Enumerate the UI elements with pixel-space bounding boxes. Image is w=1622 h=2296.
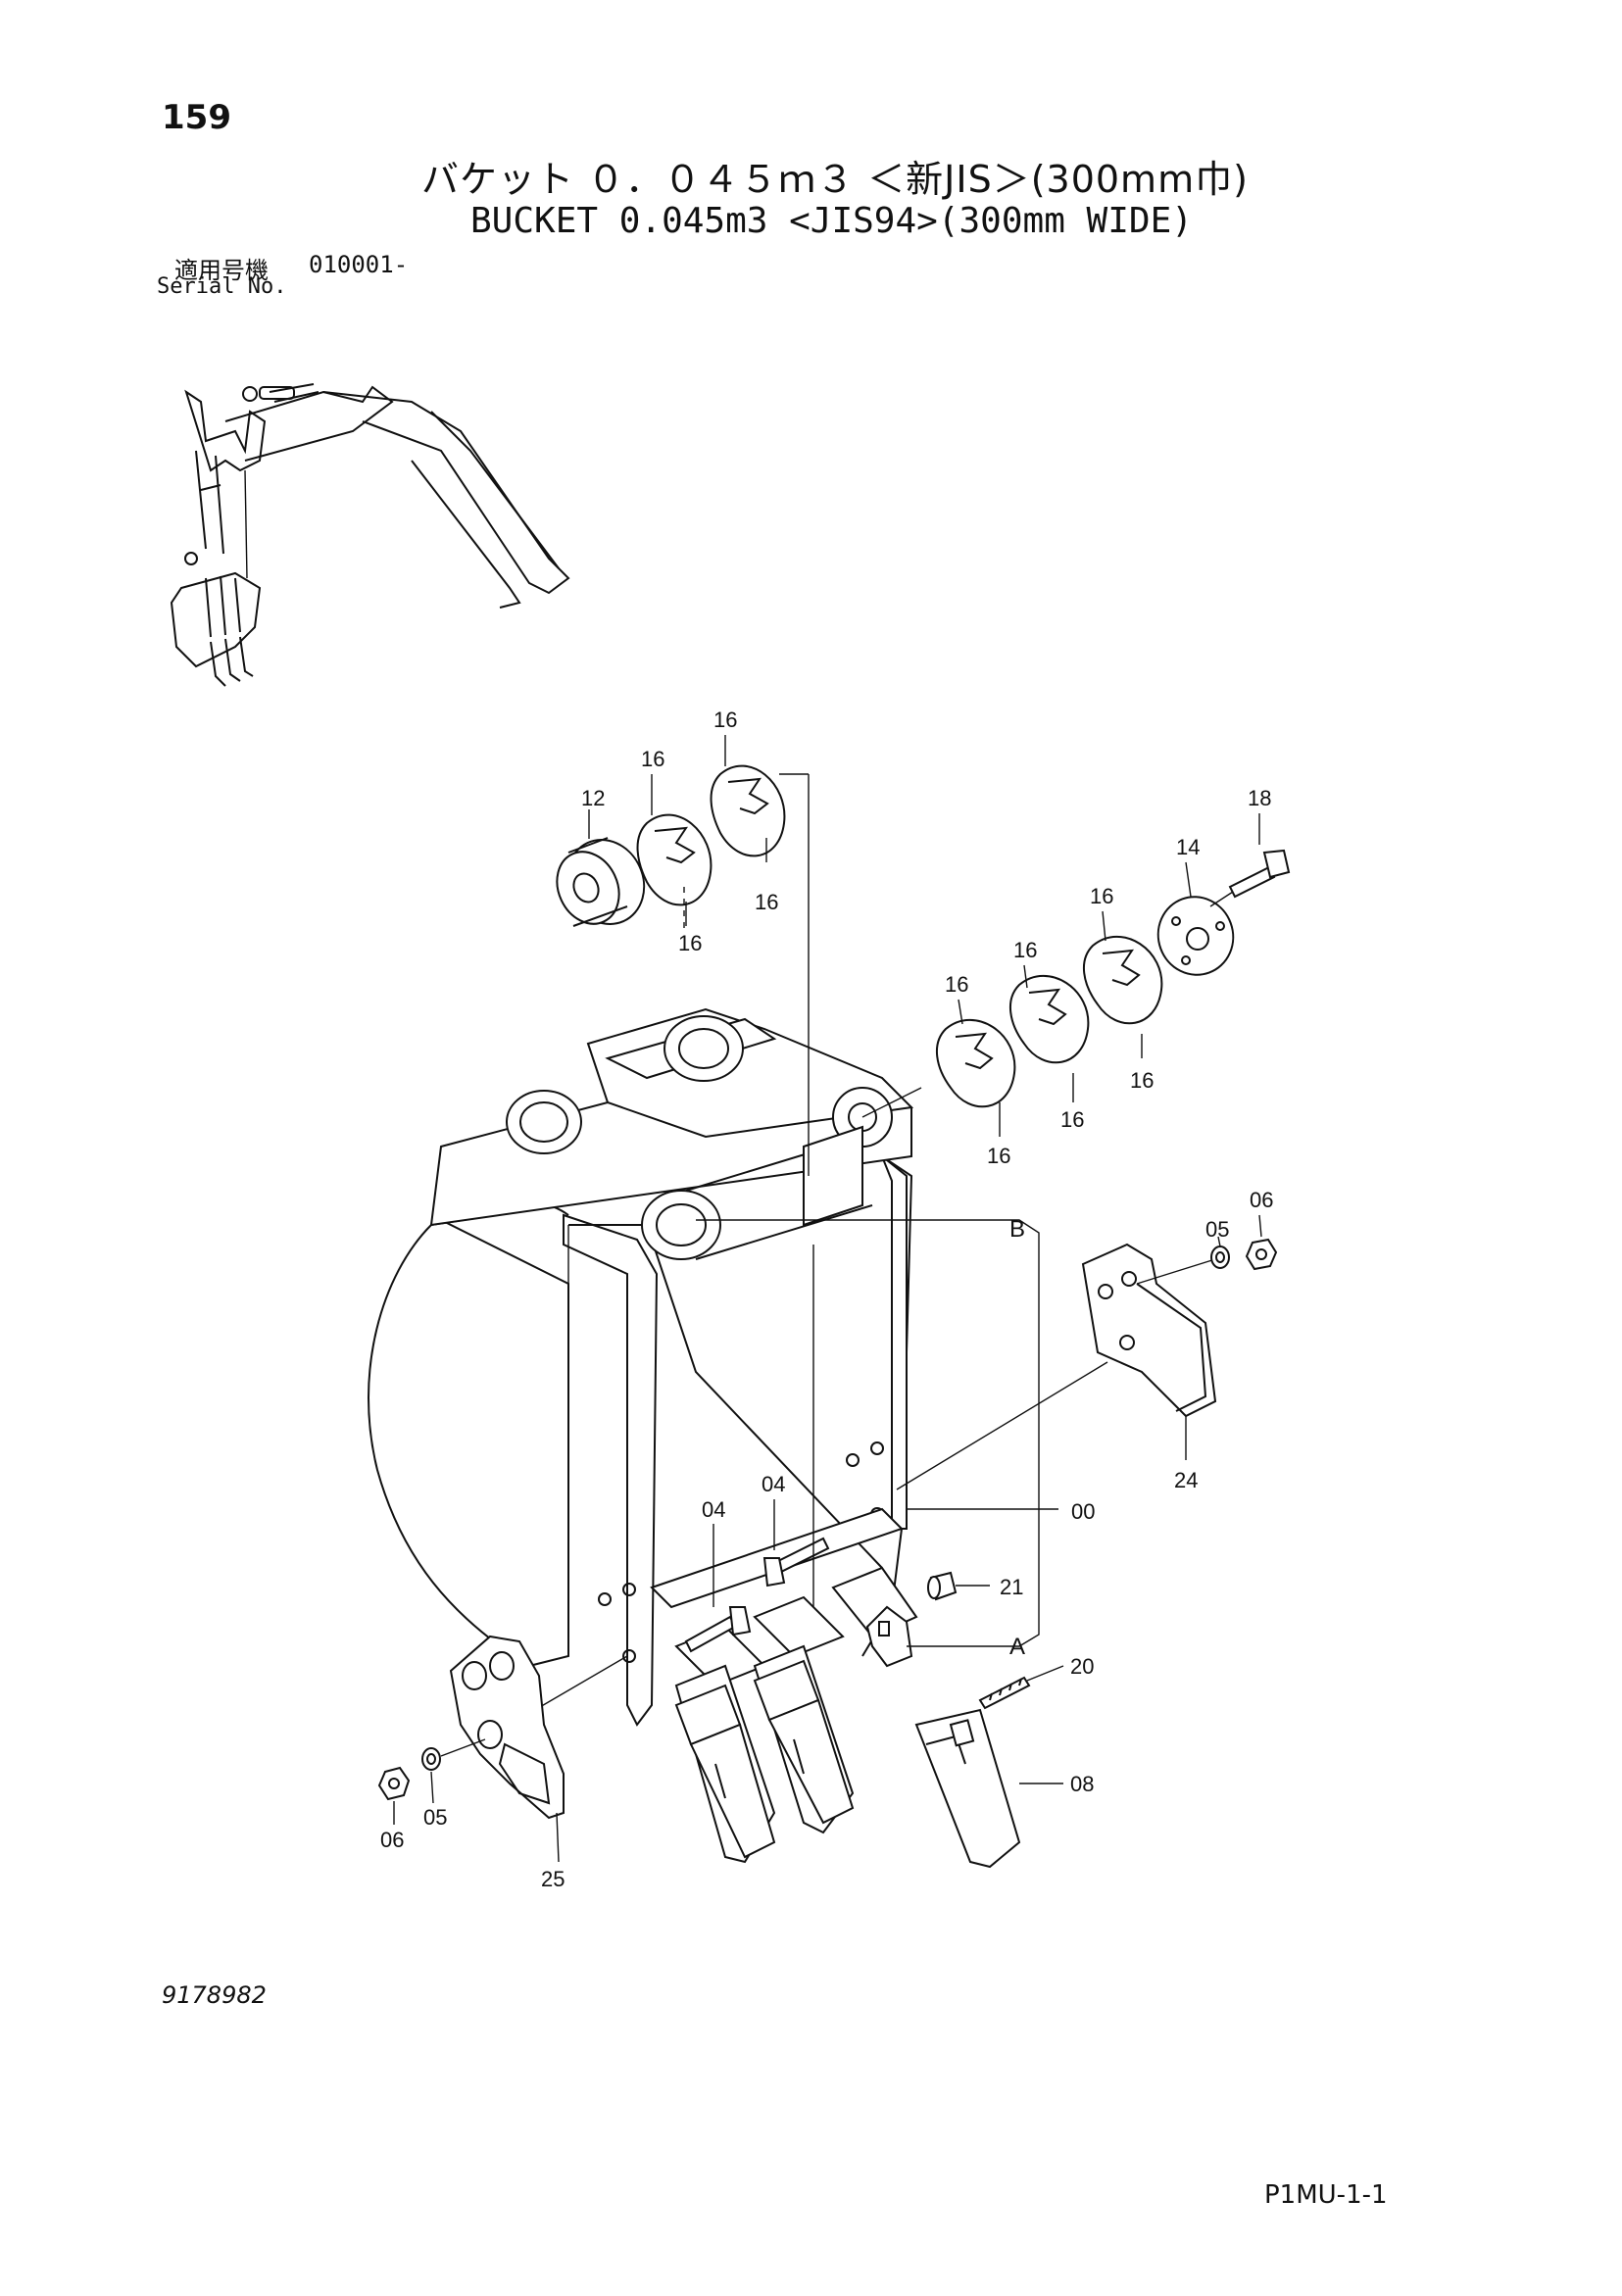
callout-leaders (393, 735, 1262, 1825)
callout-25: 25 (541, 1867, 565, 1891)
nut-part-06-left (377, 1766, 411, 1801)
callout-16: 16 (987, 1144, 1010, 1168)
callout-16: 16 (1090, 884, 1113, 908)
callout-04: 04 (702, 1497, 725, 1522)
callout-16: 16 (713, 708, 737, 732)
callout-00: 00 (1071, 1499, 1095, 1524)
callout-06: 06 (1250, 1188, 1273, 1212)
page-code: P1MU-1-1 (1264, 2180, 1388, 2210)
callout-16: 16 (1130, 1068, 1154, 1093)
title-japanese: バケット ０．０４５ｍ３ ＜新JIS＞(300mm巾) (421, 158, 1249, 201)
serial-number-value: 010001- (309, 251, 409, 278)
lock-part-21 (865, 1571, 990, 1668)
callout-18: 18 (1248, 786, 1271, 810)
callout-14: 14 (1176, 835, 1200, 859)
callout-16: 16 (945, 972, 968, 997)
washer-part-05-right (1210, 1246, 1230, 1269)
callout-24: 24 (1174, 1468, 1198, 1492)
pin-part-20 (978, 1665, 1064, 1710)
shim-group-upper-left (636, 764, 786, 931)
drawing-number: 9178982 (162, 1981, 267, 2009)
washer-part-05-left (421, 1747, 441, 1771)
shim-group-right (935, 935, 1163, 1108)
reference-bracket-line (696, 1219, 1040, 1647)
callout-05: 05 (1205, 1217, 1229, 1242)
callout-12: 12 (581, 786, 605, 810)
callout-16: 16 (1060, 1107, 1084, 1132)
callout-16: 16 (678, 931, 702, 955)
callout-06: 06 (380, 1828, 404, 1852)
bolt-part-18 (1209, 849, 1291, 907)
callout-16: 16 (1013, 938, 1037, 962)
tooth-part-08 (914, 1708, 1063, 1869)
callout-08: 08 (1070, 1772, 1094, 1796)
nut-part-06-right (1245, 1238, 1278, 1271)
callout-21: 21 (1000, 1575, 1023, 1599)
serial-label-japanese: 適用号機 (174, 257, 269, 284)
callout-05: 05 (423, 1805, 447, 1830)
page-number: 159 (162, 98, 231, 137)
callout-20: 20 (1070, 1654, 1094, 1679)
callout-16: 16 (755, 890, 778, 914)
side-cutter-part-25 (440, 1635, 565, 1863)
side-cutter-part-24 (1081, 1243, 1217, 1418)
plate-part-14 (1156, 896, 1235, 976)
title-english: BUCKET 0.045m3 <JIS94>(300mm WIDE) (470, 201, 1193, 241)
callout-16: 16 (641, 747, 664, 771)
callout-04: 04 (762, 1472, 785, 1496)
excavator-locator-sketch (170, 383, 570, 687)
reference-letter-A: A (1009, 1634, 1025, 1660)
reference-letter-B: B (1009, 1216, 1025, 1243)
bushing-part-12 (556, 837, 646, 927)
serial-label-english: Serial No. (157, 274, 287, 299)
